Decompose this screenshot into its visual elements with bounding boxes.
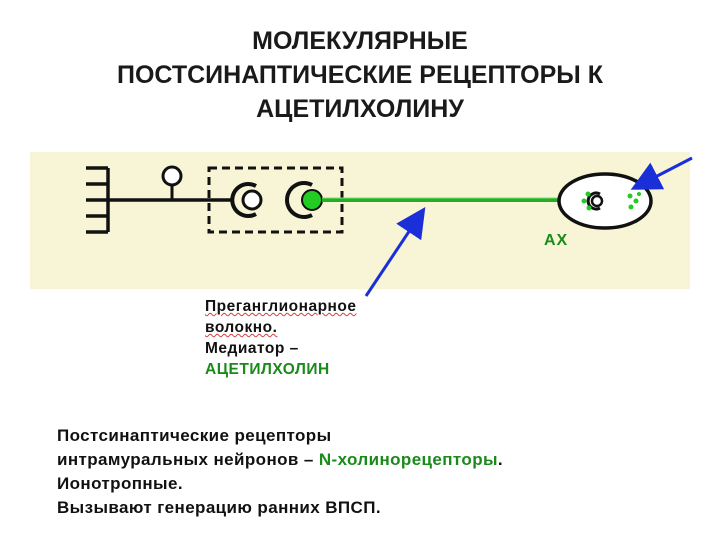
- page-title: МОЛЕКУЛЯРНЫЕ ПОСТСИНАПТИЧЕСКИЕ РЕЦЕПТОРЫ…: [0, 24, 720, 126]
- title-line-3: АЦЕТИЛХОЛИНУ: [256, 95, 464, 123]
- arrow-to-fiber: [364, 207, 426, 297]
- description-line-1: Постсинаптические рецепторы: [57, 426, 332, 445]
- title-line-1: МОЛЕКУЛЯРНЫЕ: [252, 27, 468, 55]
- receptor-description: Постсинаптические рецепторы интрамуральн…: [57, 424, 503, 520]
- caption-line-3: Медиатор –: [205, 340, 299, 357]
- title-line-2: ПОСТСИНАПТИЧЕСКИЕ РЕЦЕПТОРЫ К: [117, 61, 603, 89]
- description-line-2-suffix: .: [497, 450, 504, 469]
- synapse-2: [285, 181, 323, 219]
- acetylcholine-label: АХ: [544, 232, 569, 249]
- n-cholinoreceptors-term: N-холинорецепторы: [318, 450, 498, 469]
- effector-comb: [86, 166, 232, 234]
- caption-mediator: АЦЕТИЛХОЛИН: [205, 361, 330, 378]
- synapse-1: [230, 182, 263, 218]
- description-line-2: интрамуральных нейронов – N-холинорецепт…: [57, 448, 503, 472]
- caption-line-2: волокно.: [205, 319, 278, 336]
- ganglion-box: [207, 166, 344, 234]
- postganglionic-neuron: [161, 165, 183, 200]
- description-line-2-prefix: интрамуральных нейронов –: [57, 450, 319, 469]
- arrow-to-receptor: [630, 156, 693, 190]
- description-line-3: Ионотропные.: [57, 474, 183, 493]
- fiber-caption: Преганглионарное волокно. Медиатор – АЦЕ…: [205, 296, 356, 380]
- cns-neuron-oval: [557, 172, 653, 230]
- description-line-4: Вызывают генерацию ранних ВПСП.: [57, 498, 381, 517]
- caption-line-1: Преганглионарное: [205, 298, 357, 315]
